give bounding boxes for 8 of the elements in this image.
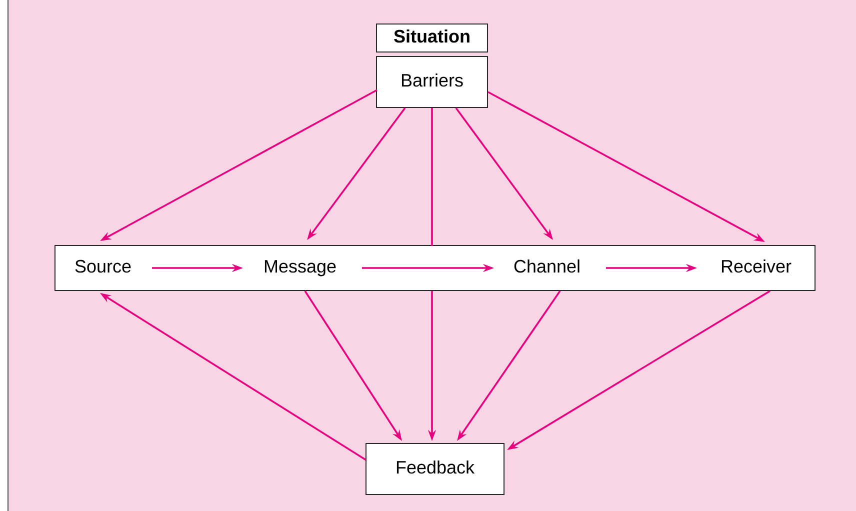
heading-box: Situation [376, 24, 488, 52]
stage-label: Message [264, 260, 336, 276]
process-box: Barriers [376, 56, 488, 108]
stage-label: Source [75, 260, 131, 273]
stage-label: Receiver [722, 259, 792, 273]
band-box [54, 245, 816, 291]
stage-label: Channel [514, 259, 580, 273]
process-box: Feedback [366, 443, 504, 495]
